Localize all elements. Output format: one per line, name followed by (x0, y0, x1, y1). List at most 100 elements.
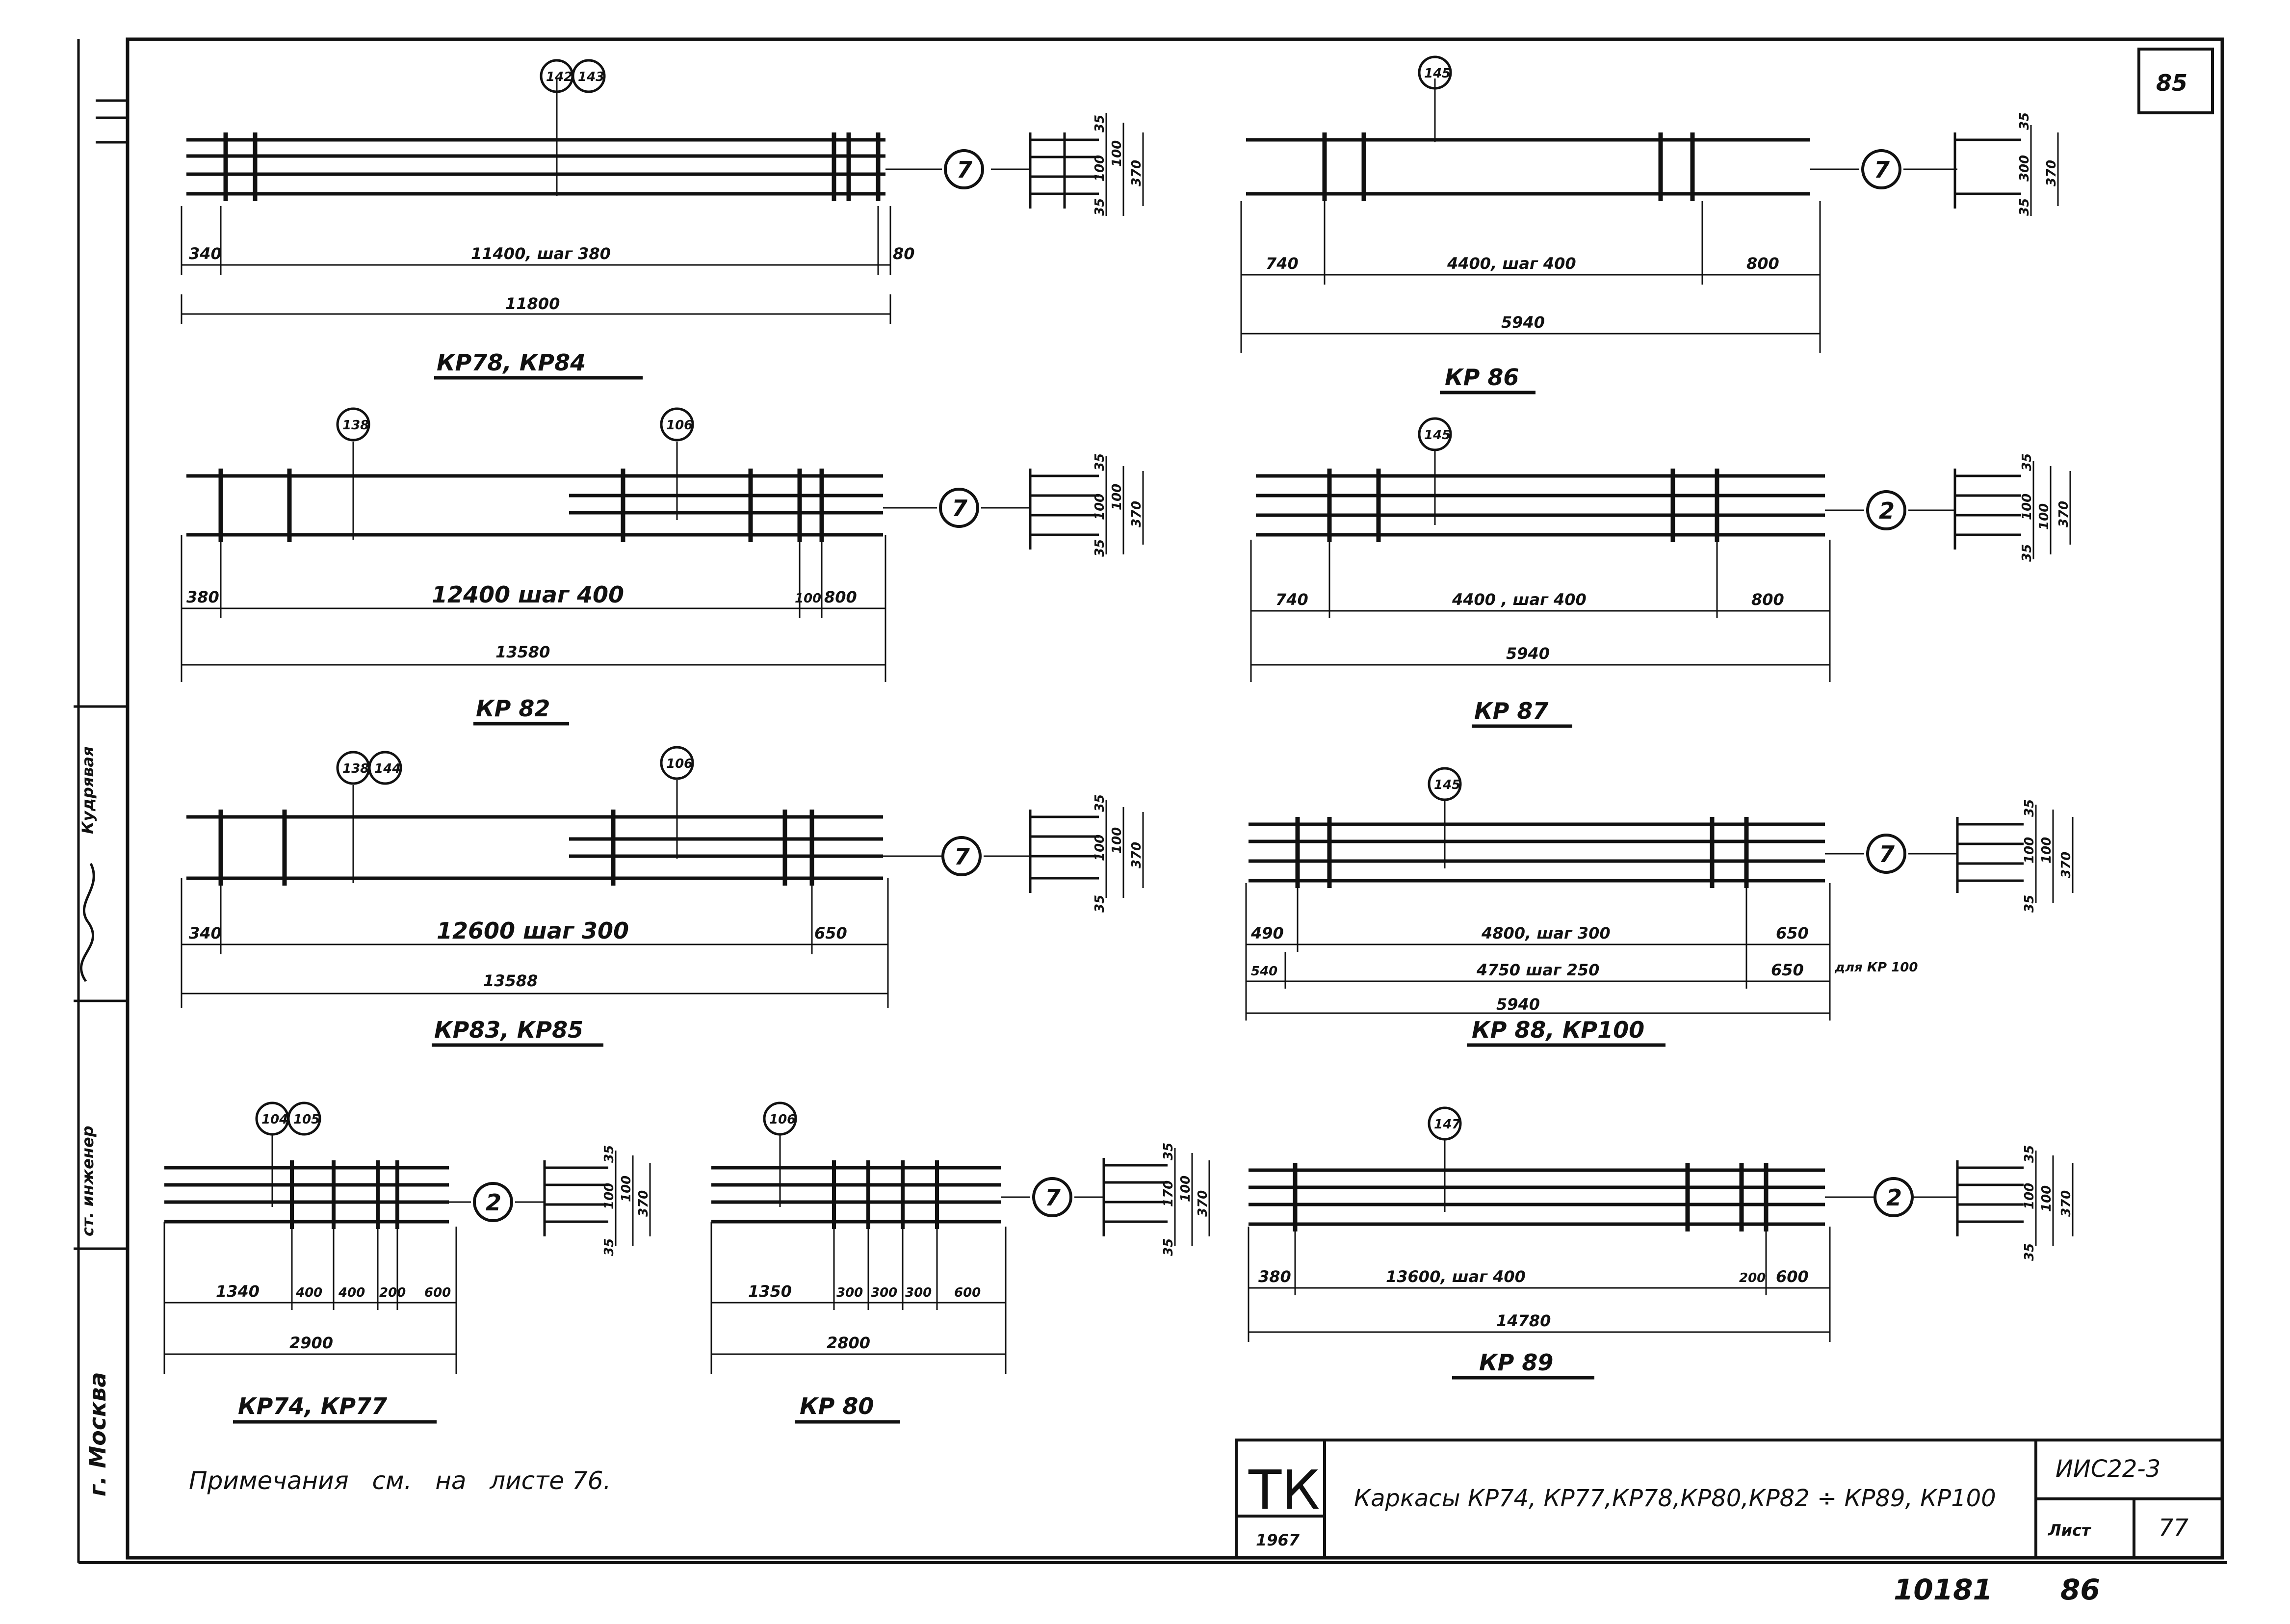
section-mark: 7 (1879, 841, 1895, 867)
section-dim: 100 (2039, 1185, 2054, 1212)
frame-kr78-kr84 (181, 59, 1144, 380)
mark-147: 147 (1434, 1117, 1461, 1132)
frame-title: КР74, КР77 (238, 1393, 387, 1419)
sheet-border (78, 37, 2227, 1564)
frame-kr86 (1240, 55, 2059, 394)
mark-145: 145 (1424, 66, 1451, 81)
mark-145: 145 (1424, 428, 1451, 443)
engineer-role: ст. инженер (78, 1126, 97, 1236)
frame-title: КР 87 (1474, 698, 1548, 724)
section-dim: 35 (2022, 1145, 2037, 1163)
dim-label: 13588 (483, 971, 538, 990)
mark-104: 104 (261, 1112, 288, 1127)
section-dim: 370 (1129, 160, 1144, 186)
sheet-number: 77 (2159, 1514, 2189, 1542)
section-dim: 100 (619, 1176, 634, 1202)
section-detail (1953, 125, 2059, 216)
frame-kr80 (710, 1101, 1210, 1424)
section-dim: 35 (2020, 544, 2034, 562)
dim-label: 380 (186, 588, 219, 606)
dim-label: 11800 (505, 294, 560, 313)
dimension-lines (181, 780, 889, 1008)
dim-label: 300 (871, 1285, 897, 1300)
frame-bars (711, 1166, 1001, 1224)
dim-label: 100 (795, 591, 821, 606)
section-detail (543, 1151, 651, 1246)
engineer-name: Кудрявая (78, 746, 97, 834)
dim-label: 740 (1266, 254, 1299, 273)
frame-title: КР 82 (476, 695, 550, 722)
dim-label: 5940 (1501, 313, 1545, 332)
dim-label: 1340 (216, 1282, 260, 1301)
dim-label: 80 (893, 244, 915, 263)
section-dim: 35 (602, 1145, 617, 1163)
dim-label: 4400, шаг 400 (1447, 254, 1576, 273)
frame-title: КР 80 (800, 1393, 874, 1419)
dim-label: 2800 (827, 1334, 870, 1352)
dim-label: 400 (338, 1285, 365, 1300)
section-detail (1029, 456, 1144, 554)
section-detail (1029, 113, 1144, 216)
section-dim: 100 (2022, 837, 2037, 864)
dim-label: 540 (1251, 964, 1277, 979)
section-mark: 7 (952, 495, 967, 522)
section-dim: 100 (1093, 835, 1107, 861)
dim-label: 4750 шаг 250 (1476, 961, 1599, 979)
section-dim: 370 (636, 1190, 651, 1217)
dim-label: 300 (905, 1285, 932, 1300)
section-dim: 100 (1110, 484, 1124, 510)
mark-106: 106 (666, 757, 693, 771)
kr100-note: для КР 100 (1834, 960, 1918, 975)
section-dim: 35 (1093, 794, 1107, 812)
dimension-lines (181, 79, 891, 324)
section-dim: 35 (1161, 1238, 1176, 1256)
frame-rungs (218, 469, 824, 542)
dimension-lines (181, 442, 886, 682)
dim-label: 740 (1275, 590, 1308, 609)
mark-105: 105 (293, 1112, 320, 1127)
archive-code: 10181 (1894, 1573, 1993, 1606)
section-dim: 370 (2044, 160, 2059, 186)
section-dim: 35 (2017, 112, 2032, 130)
dim-label: 650 (1776, 924, 1809, 943)
section-dim: 100 (2039, 837, 2054, 864)
frame-kr87 (1250, 417, 2071, 728)
frame-title: КР 89 (1479, 1349, 1553, 1376)
frame-bars (186, 138, 885, 196)
frame-kr74-kr77 (163, 1101, 651, 1424)
dimension-lines (1248, 1138, 1831, 1342)
frame-rungs (218, 810, 814, 886)
section-dim: 370 (2059, 852, 2074, 878)
dim-label: 800 (824, 588, 857, 606)
section-dim: 35 (2022, 895, 2037, 913)
dimension-lines (1240, 79, 1821, 353)
dim-label: 13600, шаг 400 (1386, 1267, 1526, 1286)
dim-label: 5940 (1506, 644, 1550, 663)
section-dim: 35 (1093, 895, 1107, 913)
notes-reference: Примечания см. на листе 76. (189, 1467, 611, 1495)
section-dim: 35 (2022, 799, 2037, 817)
dimension-lines (1245, 800, 1831, 1021)
dim-label: 340 (189, 244, 222, 263)
dim-label: 12600 шаг 300 (437, 917, 629, 944)
section-dim: 370 (1129, 842, 1144, 868)
section-detail (1956, 1151, 2074, 1246)
section-dim: 35 (2022, 1243, 2037, 1261)
frame-bars (186, 815, 883, 880)
dim-label: 4800, шаг 300 (1481, 924, 1611, 943)
drawing-title: Каркасы КР74, КР77,КР78,КР80,КР82 ÷ КР89… (1354, 1485, 1996, 1512)
dim-label: 200 (1739, 1271, 1766, 1285)
dim-label: 4400 , шаг 400 (1452, 590, 1587, 609)
frame-kr82 (181, 407, 1144, 726)
dim-label: 600 (954, 1285, 981, 1300)
frame-kr83-kr85 (181, 746, 1144, 1047)
frame-kr89 (1248, 1106, 2074, 1380)
frame-rungs (223, 132, 881, 201)
frame-rungs (1322, 132, 1695, 201)
page-number-box: 85 (2137, 48, 2214, 114)
frame-title: КР78, КР84 (437, 349, 586, 376)
city-label: г. Москва (84, 1372, 111, 1496)
section-mark: 2 (486, 1189, 501, 1216)
side-margin (74, 39, 128, 1563)
